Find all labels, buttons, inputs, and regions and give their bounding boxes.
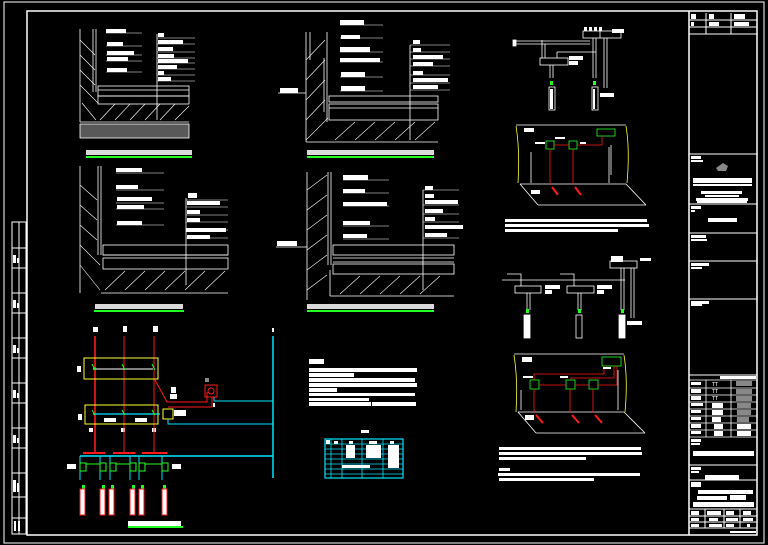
notes-block-1 xyxy=(505,219,649,232)
detail-1-underline xyxy=(86,156,192,158)
detail-1-caption xyxy=(86,150,192,155)
detail-3-section xyxy=(79,166,229,294)
legend-symbol-3: TT xyxy=(712,396,718,402)
detail-4-underline xyxy=(307,310,434,312)
detail-2-caption xyxy=(307,150,434,155)
room-perspective-1 xyxy=(515,124,647,206)
outgoing-circuits xyxy=(79,456,169,516)
detail-1-section xyxy=(79,29,195,139)
legend-symbol-2: TT xyxy=(712,389,718,395)
table-title: 材料表 xyxy=(359,428,374,435)
riser-diagram-1 xyxy=(512,27,624,111)
riser-diagram-2 xyxy=(502,256,651,339)
detail-1-caption-text: 地上墙体室内管线敷设节点大样图(一) xyxy=(88,150,174,157)
detail-3-underline xyxy=(94,310,184,312)
detail-4-caption xyxy=(307,304,434,309)
title-block-lower xyxy=(689,439,757,533)
detail-3-caption-text: 管道穿地板地面管线敷设节点大样图 xyxy=(97,304,177,311)
detail-2-caption-text: 墙体立面(防水层做法)地面管线敷设节点大样图 xyxy=(309,150,415,157)
outer-frame xyxy=(3,1,765,544)
material-table xyxy=(324,430,404,479)
left-revision-strip xyxy=(11,221,27,535)
detail-2-section xyxy=(278,20,450,143)
legend-symbol-1: TT xyxy=(712,382,718,388)
schematic-left-label: 1#F xyxy=(67,465,76,471)
title-block xyxy=(688,11,758,535)
notes-title: 说明 xyxy=(309,359,319,366)
room-perspective-2 xyxy=(513,353,646,434)
schematic-right-label: L# xyxy=(172,465,178,471)
detail-4-section xyxy=(276,172,463,300)
legend-table xyxy=(689,374,757,438)
detail-2-underline xyxy=(307,156,434,158)
detail-3-caption xyxy=(95,304,183,309)
notes-block-3 xyxy=(309,359,417,406)
notes-block-2 xyxy=(498,447,642,481)
company-logo-icon xyxy=(716,163,728,171)
detail-4-caption-text: 墙体立面(防水层做法)地面管线敷设节点大样图 xyxy=(309,304,415,311)
distribution-schematic xyxy=(67,326,274,528)
